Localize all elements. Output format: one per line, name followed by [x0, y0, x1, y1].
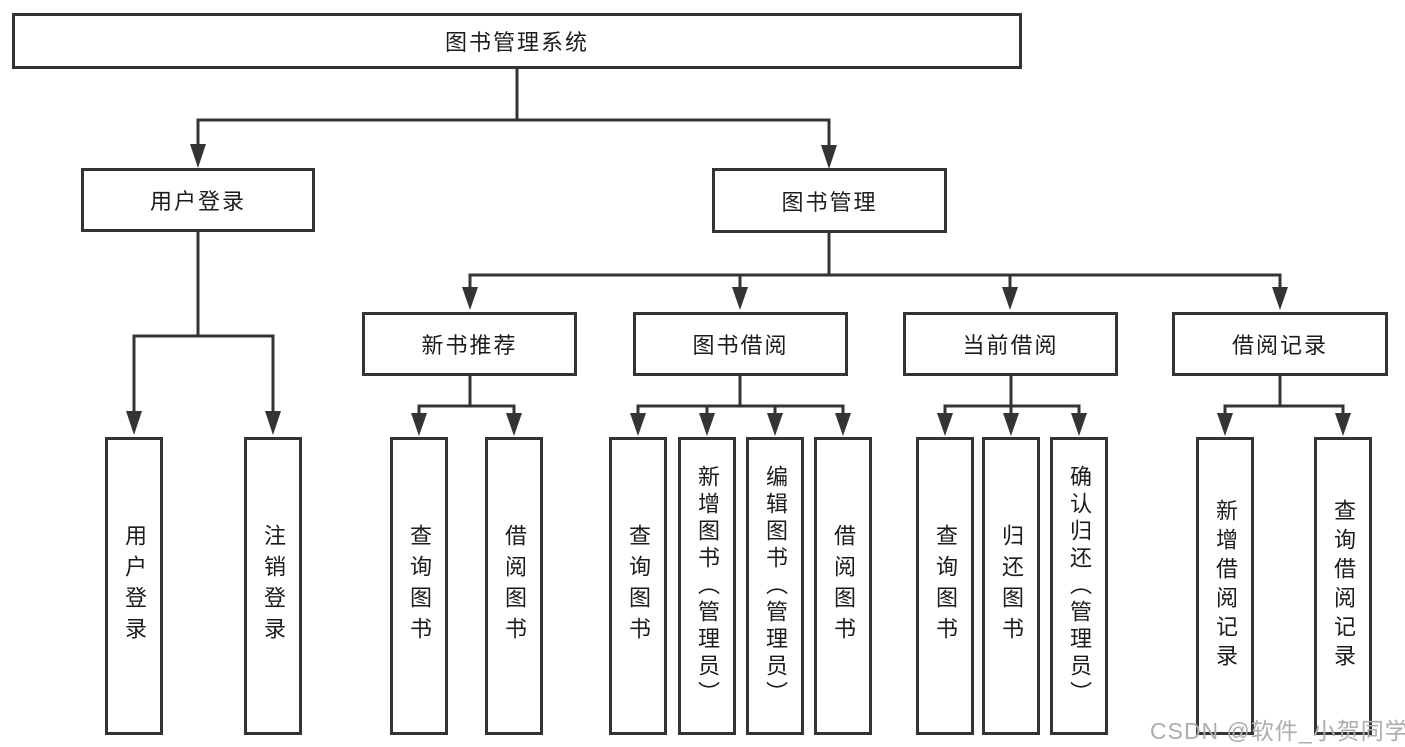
node-book-borrow: 图书借阅: [633, 312, 848, 376]
leaf-query-book-current: 查询图书: [916, 437, 974, 735]
leaf-query-book-borrow: 查询图书: [609, 437, 667, 735]
edge-newbook-to-children: [417, 373, 516, 417]
leaf-confirm-return-admin: 确认归还（管理员）: [1050, 437, 1108, 735]
node-book-management: 图书管理: [712, 168, 947, 233]
leaf-logout: 注销登录: [244, 437, 302, 735]
node-new-book-recommend: 新书推荐: [362, 312, 577, 376]
arrowheads: [126, 144, 1351, 436]
edge-userlogin-to-children: [132, 229, 275, 414]
leaf-add-borrow-record: 新增借阅记录: [1196, 437, 1254, 735]
leaf-user-login: 用户登录: [105, 437, 163, 735]
node-user-login: 用户登录: [81, 168, 315, 232]
node-current-borrow: 当前借阅: [903, 312, 1118, 376]
edge-record-to-children: [1223, 373, 1345, 417]
node-borrow-record: 借阅记录: [1172, 312, 1388, 376]
edge-root-to-level2: [196, 66, 831, 149]
leaf-query-book-recommend: 查询图书: [390, 437, 448, 735]
watermark: CSDN @软件_小贺同学: [1150, 718, 1405, 744]
edge-current-to-children: [943, 373, 1081, 417]
leaf-query-borrow-record: 查询借阅记录: [1314, 437, 1372, 735]
leaf-borrow-book-recommend: 借阅图书: [485, 437, 543, 735]
node-root: 图书管理系统: [12, 13, 1022, 69]
leaf-edit-book-admin: 编辑图书（管理员）: [746, 437, 804, 735]
edge-borrow-to-children: [636, 373, 845, 417]
leaf-borrow-book: 借阅图书: [814, 437, 872, 735]
leaf-add-book-admin: 新增图书（管理员）: [678, 437, 736, 735]
leaf-return-book: 归还图书: [982, 437, 1040, 735]
edge-bookmgmt-to-level3: [468, 230, 1282, 291]
